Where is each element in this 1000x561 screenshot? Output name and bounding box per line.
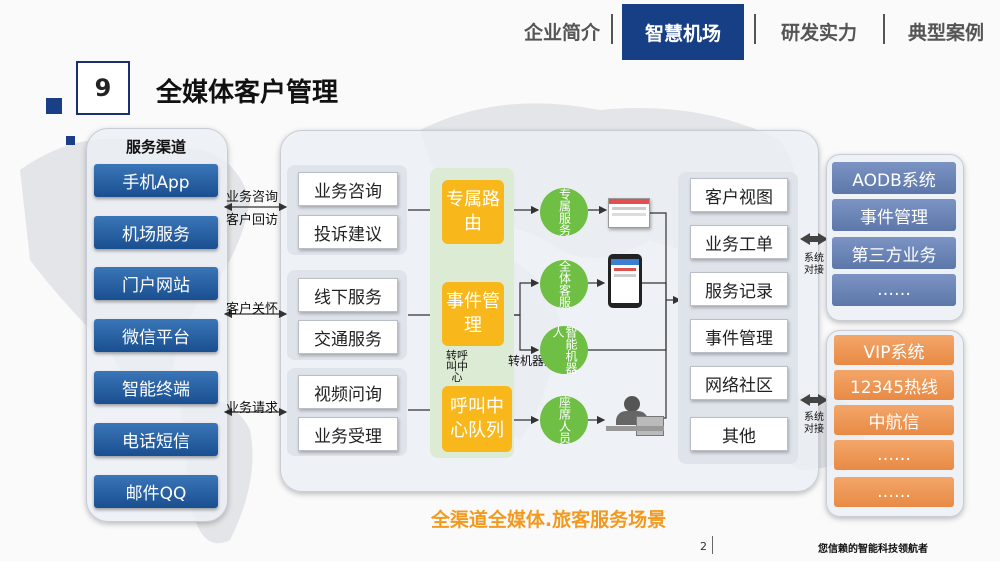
records-column-bg (678, 172, 798, 464)
link-label-care: 客户关怀 (226, 302, 279, 317)
channel-portal[interactable]: 门户网站 (94, 267, 218, 300)
channels-heading: 服务渠道 (125, 138, 186, 156)
record-service-log[interactable]: 服务记录 (690, 272, 788, 306)
agent-seat-staff[interactable]: 座席人员 (540, 396, 588, 444)
routing-dedicated[interactable]: 专属路由 (442, 180, 504, 244)
service-acceptance[interactable]: 业务受理 (298, 417, 398, 451)
service-transport[interactable]: 交通服务 (298, 320, 398, 354)
system-vip[interactable]: VIP系统 (834, 335, 954, 365)
smartphone-icon (608, 254, 642, 308)
page-title: 全媒体客户管理 (156, 78, 339, 108)
tab-divider (883, 14, 885, 44)
channel-smart-terminal[interactable]: 智能终端 (94, 371, 218, 404)
system-more-top[interactable]: …… (832, 274, 956, 306)
record-event-mgmt[interactable]: 事件管理 (690, 319, 788, 353)
system-more-bottom-2[interactable]: …… (834, 477, 954, 507)
routing-call-center-queue[interactable]: 呼叫中心队列 (442, 386, 512, 452)
system-12345-hotline[interactable]: 12345热线 (834, 370, 954, 400)
page-number-divider (712, 536, 713, 554)
tab-rd-strength[interactable]: 研发实力 (780, 21, 857, 44)
agent-smart-robot[interactable]: 智能机器人 (540, 326, 588, 374)
tab-divider (754, 14, 756, 44)
service-complaint[interactable]: 投诉建议 (298, 215, 398, 249)
agent-headset-icon (606, 394, 664, 440)
channel-email-qq[interactable]: 邮件QQ (94, 475, 218, 508)
record-work-order[interactable]: 业务工单 (690, 225, 788, 259)
channel-mobile-app[interactable]: 手机App (94, 164, 218, 197)
system-more-bottom-1[interactable]: …… (834, 440, 954, 470)
tab-divider (611, 14, 613, 44)
link-label-callback: 客户回访 (226, 213, 279, 228)
record-customer-view[interactable]: 客户视图 (690, 178, 788, 212)
system-aodb[interactable]: AODB系统 (832, 162, 956, 194)
record-online-community[interactable]: 网络社区 (690, 366, 788, 400)
tab-smart-airport[interactable]: 智慧机场 (622, 4, 744, 60)
decor-square-small (66, 136, 75, 145)
footer-slogan: 您信赖的智能科技领航者 (818, 544, 928, 555)
diagram-caption: 全渠道全媒体.旅客服务场景 (430, 509, 667, 531)
transfer-call-center-label: 转呼叫中心 (446, 349, 468, 384)
channel-phone-sms[interactable]: 电话短信 (94, 423, 218, 456)
tab-company-intro[interactable]: 企业简介 (523, 21, 600, 44)
agent-all-cs[interactable]: 全体客服 (540, 260, 588, 308)
system-link-label-bottom: 系统对接 (804, 412, 824, 435)
section-number: 9 (76, 61, 130, 115)
tab-typical-cases[interactable]: 典型案例 (907, 21, 984, 44)
service-video-inquiry[interactable]: 视频问询 (298, 375, 398, 409)
web-window-icon (608, 198, 650, 228)
system-event-mgmt[interactable]: 事件管理 (832, 199, 956, 231)
decor-square (46, 98, 62, 114)
record-other[interactable]: 其他 (690, 417, 788, 451)
system-third-party[interactable]: 第三方业务 (832, 237, 956, 269)
link-label-consult: 业务咨询 (226, 190, 279, 205)
channel-wechat[interactable]: 微信平台 (94, 319, 218, 352)
link-label-request: 业务请求 (226, 401, 279, 416)
system-link-label-top: 系统对接 (804, 253, 824, 276)
service-offline[interactable]: 线下服务 (298, 278, 398, 312)
page-number: 2 (700, 540, 707, 553)
channel-airport-service[interactable]: 机场服务 (94, 216, 218, 249)
agent-dedicated-service[interactable]: 专属服务 (540, 188, 588, 236)
system-travelsky[interactable]: 中航信 (834, 405, 954, 435)
service-consult[interactable]: 业务咨询 (298, 172, 398, 206)
routing-event-mgmt[interactable]: 事件管理 (442, 282, 504, 346)
